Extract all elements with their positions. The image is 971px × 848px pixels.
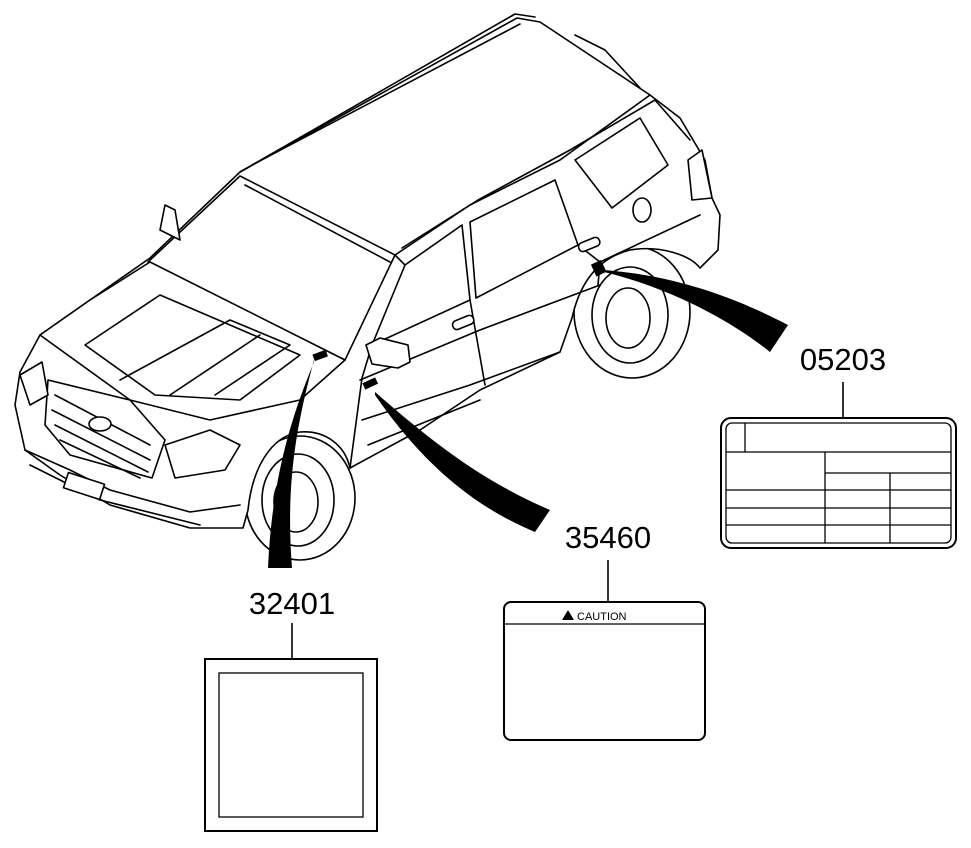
quarter-window xyxy=(574,117,669,209)
caution-text: CAUTION xyxy=(577,611,627,623)
part-05203: 05203 xyxy=(720,342,957,549)
leader-35460 xyxy=(375,392,550,532)
leader-05203 xyxy=(604,270,788,352)
vehicle-illustration xyxy=(14,13,721,561)
marker-05203 xyxy=(590,260,607,277)
label-markers xyxy=(312,260,607,390)
warning-triangle-icon xyxy=(562,610,574,620)
marker-35460 xyxy=(362,377,379,390)
rear-door-window xyxy=(469,179,579,299)
label-05203-illustration xyxy=(720,417,957,549)
part-number-35460: 35460 xyxy=(565,520,651,555)
side-mirror xyxy=(365,337,411,369)
marker-32401 xyxy=(312,349,328,362)
part-32401: 32401 xyxy=(204,586,378,832)
label-32401-illustration xyxy=(204,658,378,832)
part-number-32401: 32401 xyxy=(249,586,335,621)
part-35460: 35460 CAUTION xyxy=(503,520,706,741)
leader-32401 xyxy=(268,360,314,568)
front-door-window xyxy=(371,224,471,346)
label-35460-illustration: CAUTION xyxy=(503,601,706,741)
leader-wedges xyxy=(268,270,788,568)
part-number-05203: 05203 xyxy=(800,342,886,377)
